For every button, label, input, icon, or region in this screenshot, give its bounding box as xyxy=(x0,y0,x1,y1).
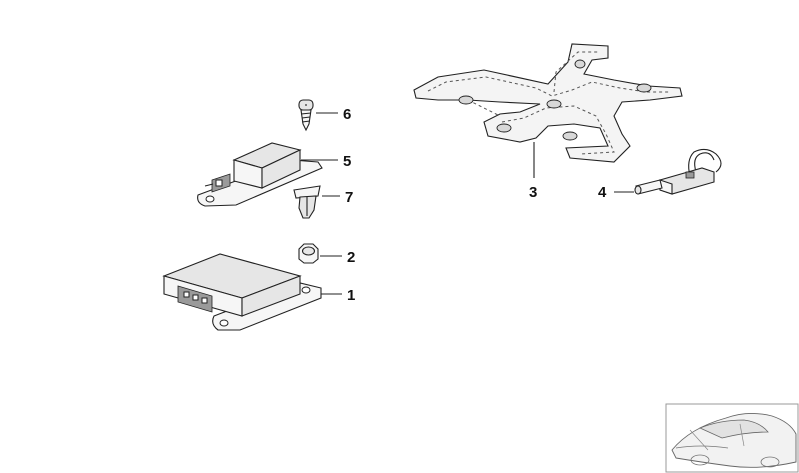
part-1-control-unit[interactable] xyxy=(162,253,322,331)
vehicle-thumbnail xyxy=(665,403,799,473)
label-6: 6 xyxy=(343,106,351,123)
part-4-sensor[interactable] xyxy=(634,148,722,195)
part-7-clip[interactable] xyxy=(293,185,321,219)
label-1: 1 xyxy=(347,287,355,304)
label-3: 3 xyxy=(529,184,537,201)
part-2-nut[interactable] xyxy=(298,243,319,264)
label-2: 2 xyxy=(347,249,355,266)
label-7: 7 xyxy=(345,189,353,206)
part-5-sensor-module[interactable] xyxy=(197,142,323,207)
label-4: 4 xyxy=(598,184,607,201)
part-3-sensor-mat[interactable] xyxy=(413,43,683,163)
part-6-screw[interactable] xyxy=(298,99,314,132)
label-5: 5 xyxy=(343,153,351,170)
